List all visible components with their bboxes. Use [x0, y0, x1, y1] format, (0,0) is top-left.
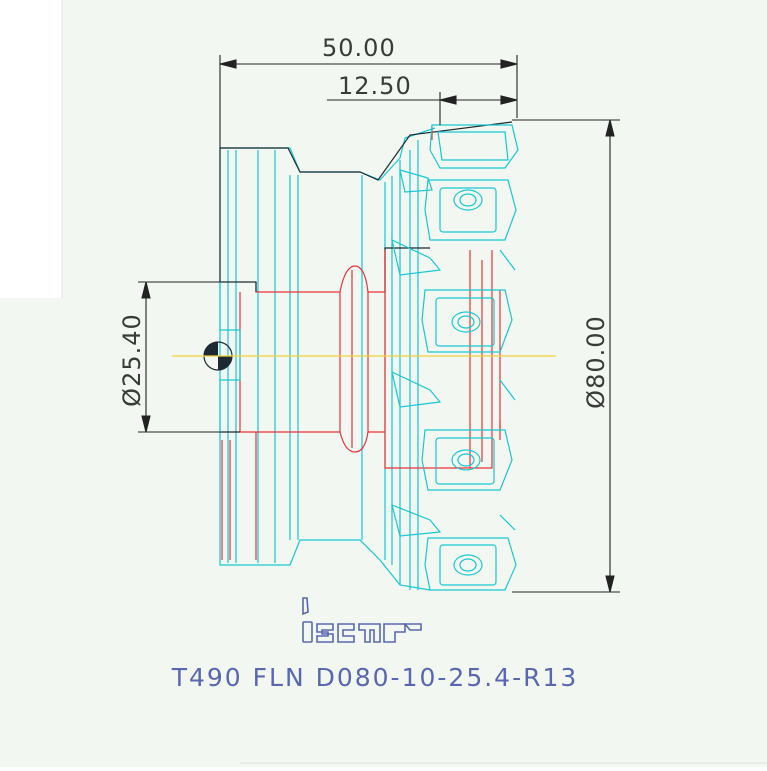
iscar-logo — [302, 597, 422, 643]
dim-cutter-diameter: Ø80.00 — [582, 315, 610, 409]
insert-pockets — [391, 124, 519, 591]
dim-overall-length: 50.00 — [322, 34, 396, 62]
keyway-outline — [219, 282, 241, 432]
drawing-panel-top — [62, 0, 767, 298]
bore-edge — [220, 281, 257, 433]
drawing-panel-bottom — [0, 298, 767, 767]
dim-bore-diameter: Ø25.40 — [118, 313, 146, 407]
bore-section — [221, 125, 501, 560]
dimension-lines — [138, 55, 620, 593]
cutter-body-outline — [219, 127, 436, 591]
dim-insert-length: 12.50 — [338, 72, 412, 100]
tool-designation: T490 FLN D080-10-25.4-R13 — [171, 663, 579, 692]
